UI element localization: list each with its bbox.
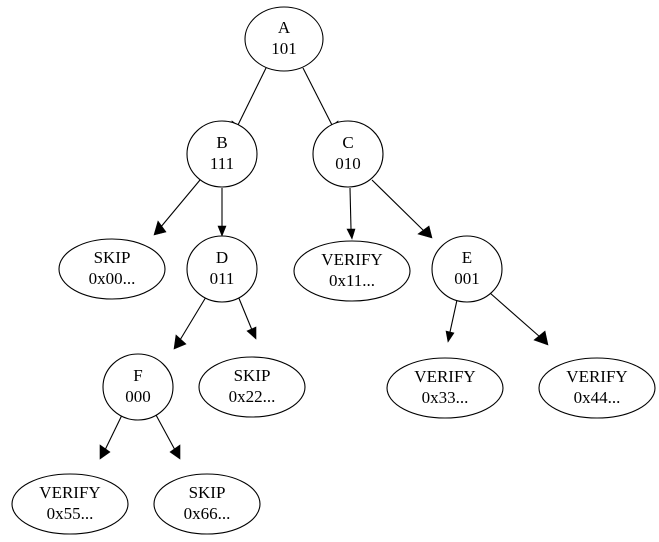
nodes-layer: A101B111C010SKIP0x00...D011VERIFY0x11...… (11, 6, 656, 535)
edge-line (449, 299, 458, 333)
edge-f-to-ver55 (99, 414, 123, 460)
node-ver55[interactable]: VERIFY 0x55... (11, 473, 129, 535)
node-ellipse[interactable] (102, 353, 174, 421)
edge-line (237, 295, 253, 331)
node-label-secondary: 0x22... (229, 387, 276, 406)
edge-line (302, 67, 334, 128)
edge-f-to-skip66 (155, 414, 181, 460)
node-label-primary: B (216, 133, 227, 152)
edge-line (179, 296, 207, 341)
edge-d-to-f (173, 296, 207, 350)
node-ver44[interactable]: VERIFY 0x44... (538, 357, 656, 419)
node-ellipse[interactable] (186, 120, 258, 188)
node-label-secondary: 101 (271, 39, 297, 58)
node-label-primary: F (133, 366, 142, 385)
node-label-primary: SKIP (94, 248, 131, 267)
arrowhead-icon (99, 444, 111, 460)
node-ellipse[interactable] (293, 240, 411, 302)
arrowhead-icon (173, 334, 187, 350)
node-label-secondary: 0x66... (184, 504, 231, 523)
node-ellipse[interactable] (312, 120, 384, 188)
node-label-primary: C (342, 133, 353, 152)
node-ellipse[interactable] (11, 473, 129, 535)
edge-d-to-skip22 (237, 295, 257, 340)
node-label-primary: E (462, 248, 472, 267)
arrowhead-icon (533, 330, 549, 346)
arrowhead-icon (217, 225, 227, 237)
node-label-secondary: 0x55... (47, 504, 94, 523)
edge-line (155, 414, 176, 451)
edge-line (489, 292, 541, 338)
node-label-secondary: 011 (210, 269, 235, 288)
node-ellipse[interactable] (198, 356, 306, 418)
node-ellipse[interactable] (186, 235, 258, 303)
node-label-secondary: 0x11... (329, 271, 375, 290)
node-label-secondary: 0x00... (89, 269, 136, 288)
node-label-primary: SKIP (234, 366, 271, 385)
node-ellipse[interactable] (153, 473, 261, 535)
edge-b-to-skip00 (153, 179, 201, 236)
node-skip22[interactable]: SKIP 0x22... (198, 356, 306, 418)
arrowhead-icon (169, 444, 181, 460)
node-ellipse[interactable] (244, 6, 324, 72)
edge-line (349, 187, 352, 230)
node-c[interactable]: C 010 (312, 120, 384, 188)
node-ellipse[interactable] (431, 235, 503, 303)
edge-e-to-ver33 (445, 299, 458, 343)
node-e[interactable]: E 001 (431, 235, 503, 303)
node-label-primary: VERIFY (321, 250, 382, 269)
edge-line (236, 67, 267, 128)
node-label-primary: SKIP (189, 483, 226, 502)
edge-b-to-d (217, 188, 227, 237)
edge-line (159, 179, 201, 229)
node-label-secondary: 0x33... (422, 388, 469, 407)
edge-e-to-ver44 (489, 292, 549, 346)
node-f[interactable]: F 000 (102, 353, 174, 421)
node-a[interactable]: A 101 (244, 6, 324, 72)
node-label-primary: VERIFY (566, 367, 627, 386)
node-label-primary: D (216, 248, 228, 267)
node-label-secondary: 010 (335, 154, 361, 173)
node-skip66[interactable]: SKIP 0x66... (153, 473, 261, 535)
node-d[interactable]: D 011 (186, 235, 258, 303)
node-label-primary: VERIFY (39, 483, 100, 502)
edge-c-to-ver11 (346, 187, 356, 240)
node-ellipse[interactable] (386, 357, 504, 419)
arrowhead-icon (153, 220, 167, 236)
edge-line (104, 414, 123, 451)
node-label-secondary: 001 (454, 269, 480, 288)
node-skip00[interactable]: SKIP 0x00... (58, 238, 166, 300)
node-label-secondary: 0x44... (574, 388, 621, 407)
arrowhead-icon (246, 326, 257, 340)
node-ellipse[interactable] (538, 357, 656, 419)
arrowhead-icon (445, 330, 455, 343)
edge-c-to-e (371, 179, 433, 239)
arrowhead-icon (417, 225, 433, 239)
node-label-primary: VERIFY (414, 367, 475, 386)
node-label-secondary: 000 (125, 387, 151, 406)
arrowhead-icon (346, 228, 356, 240)
node-label-primary: A (278, 18, 291, 37)
node-ver11[interactable]: VERIFY 0x11... (293, 240, 411, 302)
node-b[interactable]: B 111 (186, 120, 258, 188)
node-label-secondary: 111 (210, 154, 234, 173)
node-ellipse[interactable] (58, 238, 166, 300)
node-ver33[interactable]: VERIFY 0x33... (386, 357, 504, 419)
edge-line (371, 179, 425, 232)
